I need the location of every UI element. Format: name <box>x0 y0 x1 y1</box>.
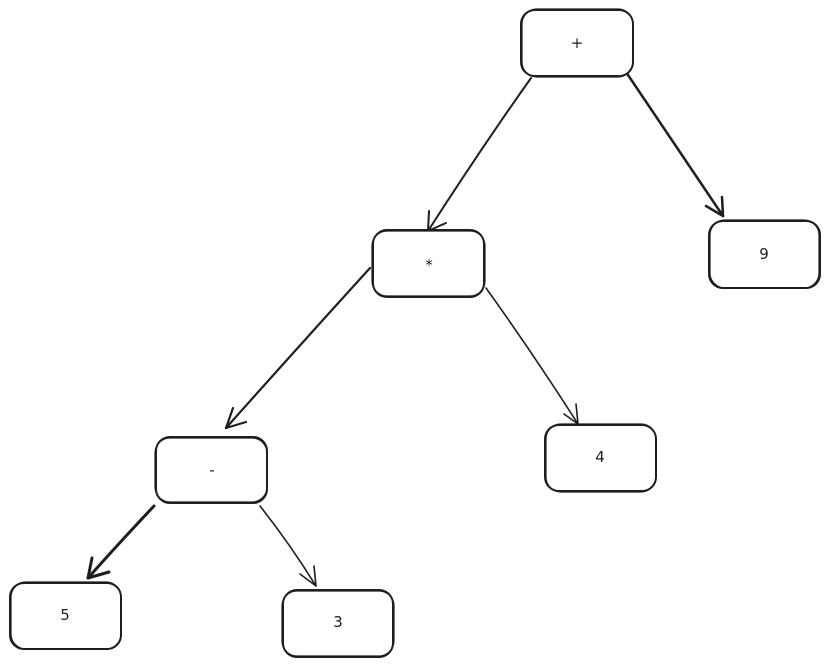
node-three: 3 <box>281 589 395 658</box>
node-four: 4 <box>544 423 657 493</box>
edge-plus-times <box>427 77 532 232</box>
node-minus: - <box>154 436 268 504</box>
node-five-label: 5 <box>60 606 70 624</box>
node-nine: 9 <box>708 219 821 289</box>
node-times-label: * <box>425 256 433 274</box>
node-plus: + <box>520 8 634 78</box>
edges <box>86 70 725 587</box>
node-minus-label: - <box>209 461 214 479</box>
node-times: * <box>371 229 486 298</box>
edge-minus-three <box>259 505 317 587</box>
node-five: 5 <box>9 581 122 650</box>
node-three-label: 3 <box>333 613 343 631</box>
node-nine-label: 9 <box>759 245 769 263</box>
nodes: + * 9 - 4 5 3 <box>9 8 821 658</box>
edge-times-four <box>485 287 579 425</box>
node-plus-label: + <box>571 34 584 52</box>
edge-minus-five <box>86 504 156 580</box>
edge-times-minus <box>224 266 372 430</box>
node-four-label: 4 <box>595 448 605 466</box>
edge-plus-nine <box>624 70 725 218</box>
